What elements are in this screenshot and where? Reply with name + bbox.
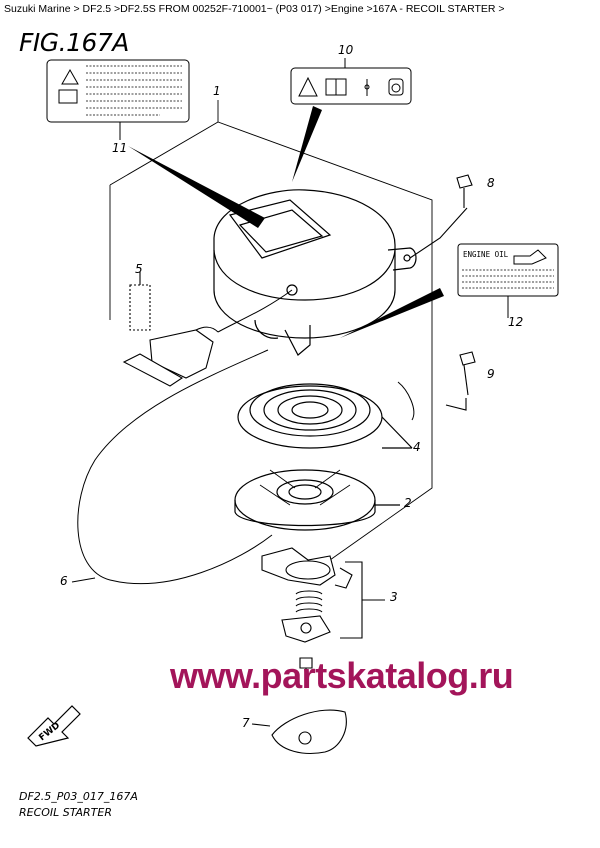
callout-9: 9 — [487, 367, 495, 381]
fwd-arrow — [27, 705, 81, 747]
callout-2: 2 — [404, 496, 412, 510]
engine-oil-label-sticker — [457, 243, 559, 318]
leader-wedges — [128, 106, 444, 338]
footer-title: RECOIL STARTER — [19, 806, 112, 819]
callout-7: 7 — [242, 716, 250, 730]
engine-oil-label-text: ENGINE OIL — [463, 250, 509, 259]
starter-rope — [71, 289, 415, 585]
footer-code: DF2.5_P03_017_167A — [19, 790, 138, 803]
figure-title: FIG.167A — [19, 28, 129, 57]
bolt-8 — [409, 174, 473, 259]
callout-5: 5 — [135, 262, 143, 276]
breadcrumb: Suzuki Marine > DF2.5 >DF2.5S FROM 00252… — [4, 3, 505, 15]
callout-1: 1 — [213, 84, 221, 98]
rope-handle — [122, 272, 219, 387]
ratchet-assembly — [261, 547, 385, 688]
callout-8: 8 — [487, 176, 495, 190]
spiral-spring — [237, 383, 413, 449]
friction-plate — [251, 709, 347, 754]
assembly-frame — [109, 100, 433, 561]
warning-label-sticker — [46, 59, 190, 140]
icon-label-sticker — [290, 58, 412, 105]
callout-4: 4 — [413, 440, 421, 454]
bolt-9 — [445, 351, 476, 411]
callout-10: 10 — [338, 43, 354, 57]
callout-11: 11 — [112, 141, 128, 155]
starter-housing — [213, 189, 417, 356]
callout-3: 3 — [390, 590, 398, 604]
callout-12: 12 — [508, 315, 524, 329]
callout-6: 6 — [60, 574, 68, 588]
watermark-link[interactable]: www.partskatalog.ru — [170, 655, 514, 696]
rope-reel — [234, 469, 400, 531]
